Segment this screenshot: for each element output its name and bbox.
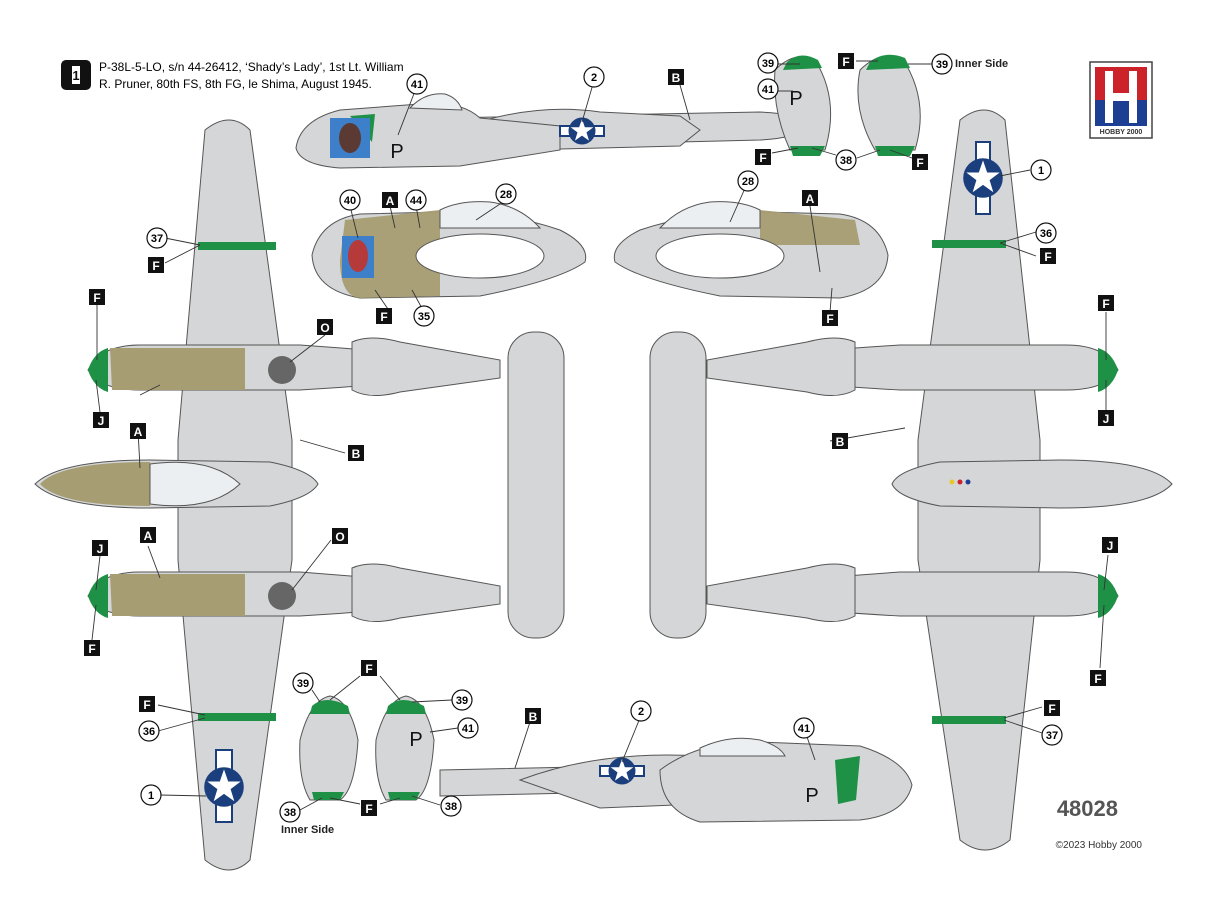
paint-code-b-wing-top: B [352, 447, 361, 461]
paint-code-badges: B F F F A F A F F F J O A B A O J F F F … [84, 53, 1118, 816]
side-profile-top: P P [295, 55, 832, 169]
callout-37-right: 37 [1046, 730, 1058, 742]
paint-code-f-wing-lower-left: F [143, 698, 150, 712]
paint-code-b-boom-bottom: B [529, 710, 538, 724]
paint-code-o-upper: O [320, 321, 329, 335]
paint-code-j-nose-upper: J [98, 414, 105, 428]
paint-code-b-wing-bottom: B [836, 435, 845, 449]
callout-40: 40 [344, 195, 356, 207]
number-callouts: 41 2 39 41 38 39 40 44 28 35 28 37 36 1 … [138, 52, 1063, 823]
inner-side-label-top: Inner Side [955, 58, 1008, 70]
paint-code-f-nose-upper: F [93, 291, 100, 305]
top-view [34, 119, 565, 871]
side-profile-bottom: P P [299, 695, 913, 823]
callout-39-top: 39 [762, 58, 774, 70]
paint-code-f-wing-left: F [152, 259, 159, 273]
marking-badge: 1 [61, 60, 91, 90]
logo-text: HOBBY 2000 [1100, 129, 1143, 136]
copyright-text: ©2023 Hobby 2000 [1056, 840, 1143, 851]
paint-code-f-nose-right-lower: F [1094, 672, 1101, 686]
paint-code-b-top: B [672, 71, 681, 85]
paint-code-j-nose-lower: J [97, 542, 104, 556]
paint-code-f-top: F [842, 55, 849, 69]
fuselage-letter-top: P [390, 141, 403, 163]
paint-code-j-nose-right-lower: J [1107, 539, 1114, 553]
paint-code-j-nose-right-upper: J [1103, 412, 1110, 426]
paint-code-o-lower: O [335, 530, 344, 544]
paint-code-a-nacelle-lower: A [144, 529, 153, 543]
rudder-letter-bottom: P [409, 729, 422, 751]
callout-2-bottom: 2 [638, 706, 644, 718]
paint-code-f-nose-right-upper: F [1102, 297, 1109, 311]
marking-number: 1 [72, 68, 79, 83]
caption-line-1: P-38L-5-LO, s/n 44-26412, ‘Shady’s Lady’… [99, 60, 404, 74]
fuselage-letter-bottom: P [805, 785, 818, 807]
tail-letter-top: P [789, 88, 802, 110]
inner-side-label-bottom: Inner Side [281, 824, 334, 836]
inner-side-rudder-top [857, 54, 921, 156]
paint-code-a-gondola-left: A [386, 194, 395, 208]
callout-38-top: 38 [840, 155, 852, 167]
paint-code-a-gondola-top: A [134, 425, 143, 439]
paint-code-f-rudders-bottom: F [365, 802, 372, 816]
callout-35: 35 [418, 311, 430, 323]
paint-code-f-rudders-top: F [365, 662, 372, 676]
paint-code-f-inner: F [916, 156, 923, 170]
paint-code-a-gondola-right: A [806, 192, 815, 206]
callout-41-bottom: 41 [798, 723, 810, 735]
callout-1-right: 1 [1038, 165, 1044, 177]
product-number: 48028 [1057, 796, 1118, 821]
callout-1-left: 1 [148, 790, 154, 802]
callout-39-bottom-right: 39 [456, 695, 468, 707]
callout-28-right: 28 [742, 176, 754, 188]
callout-39-bottom-left: 39 [297, 678, 309, 690]
callout-28-left: 28 [500, 189, 512, 201]
callout-41-tail: 41 [762, 84, 774, 96]
callout-37-left: 37 [151, 233, 163, 245]
paint-code-f-tail: F [759, 151, 766, 165]
bottom-view [649, 109, 1173, 851]
paint-code-f-wing-right: F [1044, 250, 1051, 264]
callout-44: 44 [410, 195, 423, 207]
callout-41-top: 41 [411, 79, 423, 91]
hobby-2000-logo: HOBBY 2000 [1089, 61, 1153, 139]
paint-code-f-gondola-left: F [380, 310, 387, 324]
caption-line-2: R. Pruner, 80th FS, 8th FG, le Shima, Au… [99, 77, 372, 91]
gondola-left-view [311, 201, 587, 299]
paint-code-f-nose-lower: F [88, 642, 95, 656]
callout-2-top: 2 [591, 72, 597, 84]
callout-38-bottom-left: 38 [284, 807, 296, 819]
paint-code-f-gondola-right: F [826, 312, 833, 326]
callout-36-left: 36 [143, 726, 155, 738]
callout-38-bottom-right: 38 [445, 801, 457, 813]
callout-36-right: 36 [1040, 228, 1052, 240]
callout-41-rudder-bottom: 41 [462, 723, 474, 735]
callout-39-inner: 39 [936, 59, 948, 71]
gondola-right-view [613, 201, 889, 299]
paint-code-f-wing-lower-right: F [1048, 702, 1055, 716]
